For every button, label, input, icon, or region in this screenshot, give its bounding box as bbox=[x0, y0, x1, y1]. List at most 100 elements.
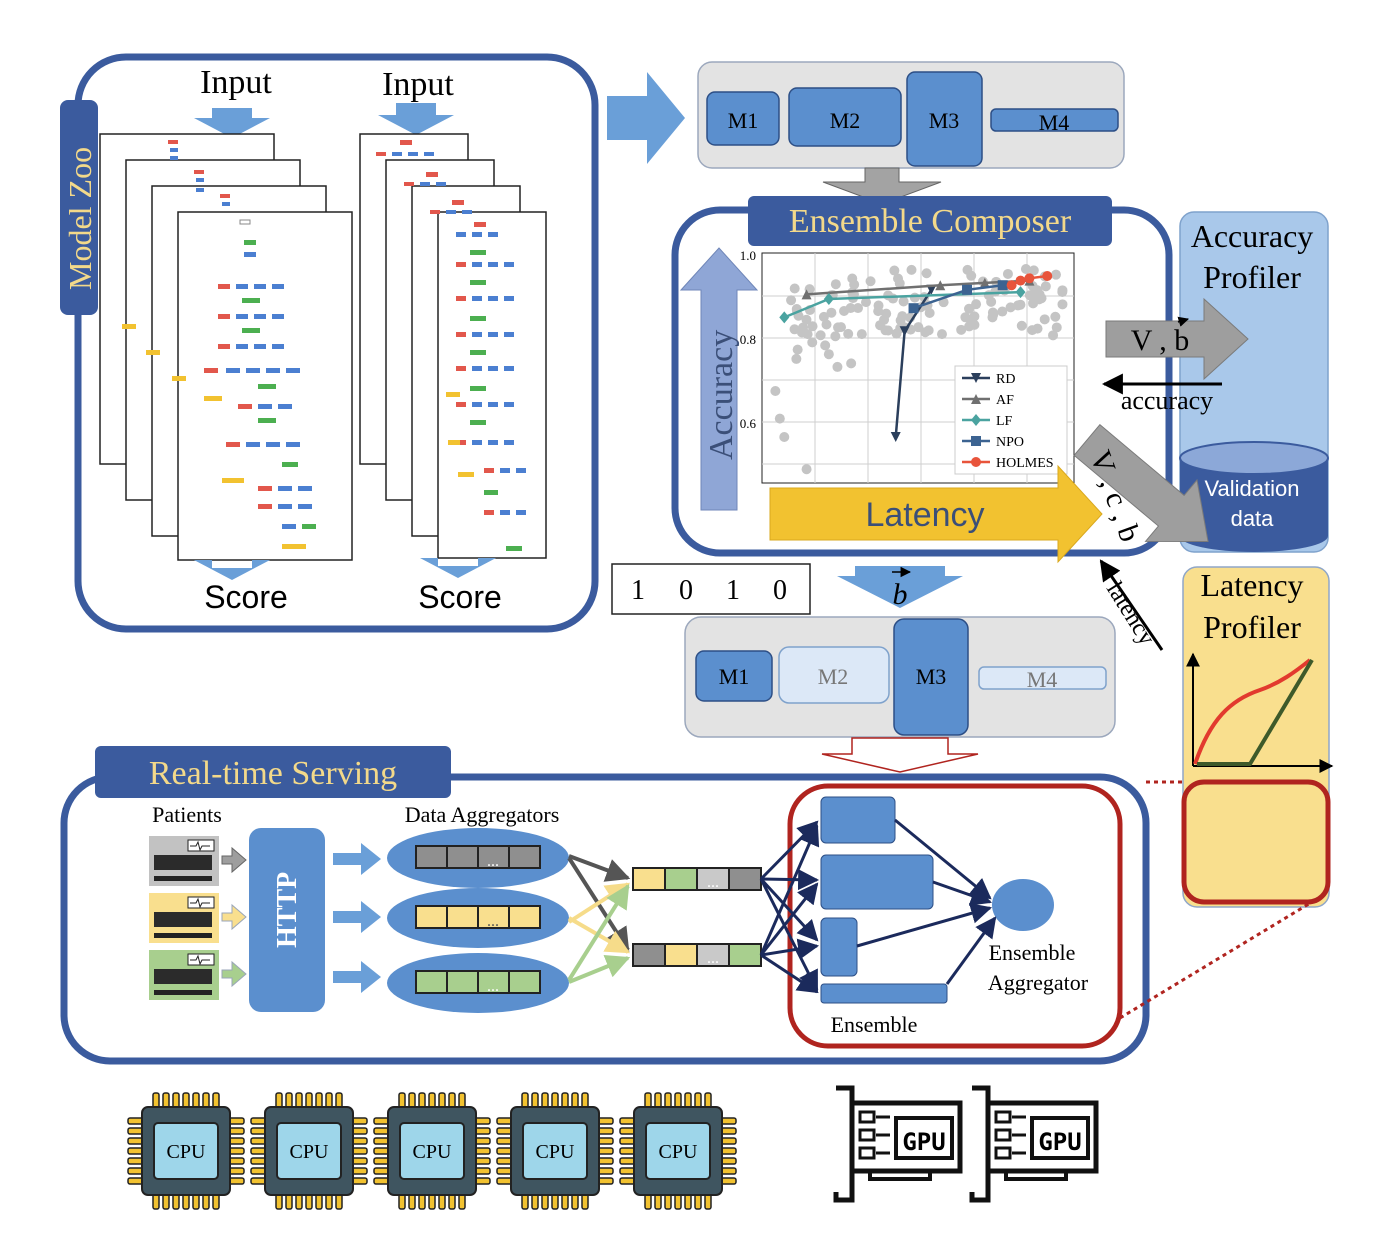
candidate-point bbox=[921, 268, 932, 279]
series-point-npo bbox=[908, 303, 919, 314]
accuracy-axis-arrow: Accuracy bbox=[679, 247, 759, 511]
patient-monitor-3 bbox=[149, 950, 219, 1000]
legend-marker-holmes bbox=[971, 457, 981, 467]
patient-2-arrow bbox=[221, 903, 247, 931]
real-time-serving: Real-time Serving Patients HTTP bbox=[60, 746, 1150, 1065]
series-point-rd bbox=[926, 284, 937, 295]
candidate-point bbox=[898, 296, 909, 307]
cpu-5-label: CPU bbox=[659, 1141, 698, 1163]
candidate-point bbox=[966, 270, 977, 281]
selection-bit-0: 1 bbox=[631, 575, 645, 606]
legend-label-holmes: HOLMES bbox=[996, 456, 1054, 471]
composer-title: Ensemble Composer bbox=[789, 203, 1072, 240]
series-point-rd bbox=[899, 326, 910, 337]
score-right-arrow bbox=[420, 558, 496, 578]
legend-marker-af bbox=[971, 394, 981, 404]
top-model-set: M1 M2 M3 M4 bbox=[697, 61, 1125, 169]
series-point-lf bbox=[823, 293, 834, 305]
candidate-point bbox=[798, 322, 809, 333]
model-zoo-label-tab bbox=[60, 100, 98, 315]
selected-model-set: M1 M2 M3 M4 bbox=[684, 616, 1116, 738]
http-server bbox=[249, 828, 325, 1012]
patient-monitor-1 bbox=[149, 836, 219, 886]
candidate-point bbox=[1028, 265, 1039, 276]
candidate-point bbox=[1005, 302, 1016, 313]
candidate-point bbox=[821, 319, 832, 330]
composer-title-tab bbox=[748, 196, 1112, 246]
cpu-4-label: CPU bbox=[536, 1141, 575, 1163]
batch-2: ... bbox=[632, 943, 762, 967]
selected-model-m1 bbox=[695, 650, 773, 702]
candidate-point bbox=[1020, 263, 1031, 274]
series-point-holmes bbox=[1006, 280, 1017, 291]
accuracy-profiler: Accuracy Profiler Validation data bbox=[1179, 211, 1329, 553]
cpu-3-label: CPU bbox=[413, 1141, 452, 1163]
ensemble-model-2 bbox=[820, 854, 934, 910]
series-rd bbox=[890, 284, 937, 442]
candidate-point bbox=[807, 321, 818, 332]
cpu-chip-1: CPU bbox=[127, 1092, 245, 1210]
top-model-m4 bbox=[990, 108, 1119, 132]
candidate-point bbox=[853, 303, 864, 314]
candidate-point bbox=[887, 293, 898, 304]
candidate-point bbox=[865, 276, 876, 287]
series-npo bbox=[908, 280, 1008, 314]
candidate-point bbox=[971, 299, 982, 310]
series-point-lf bbox=[779, 311, 790, 324]
candidate-point bbox=[818, 311, 829, 322]
batch-2-dots: ... bbox=[707, 950, 719, 967]
candidate-point bbox=[883, 325, 894, 336]
accuracy-profiler-title-2: Profiler bbox=[1203, 259, 1301, 295]
legend-label-lf: LF bbox=[996, 414, 1013, 429]
candidate-point bbox=[779, 432, 790, 442]
candidate-point bbox=[847, 273, 858, 284]
agg-3-dots: ... bbox=[487, 978, 499, 995]
legend-label-af: AF bbox=[996, 393, 1014, 408]
network-stack-left bbox=[99, 133, 353, 561]
candidate-point bbox=[983, 290, 994, 301]
legend-label-npo: NPO bbox=[996, 435, 1024, 450]
vb-to-accuracy-arrow: V , b bbox=[1105, 297, 1249, 381]
candidate-point bbox=[843, 328, 854, 339]
series-point-holmes bbox=[1024, 273, 1035, 284]
score-right-label: Score bbox=[418, 579, 502, 615]
latency-profiler-title-2: Profiler bbox=[1203, 609, 1301, 645]
candidate-point bbox=[1016, 320, 1027, 331]
candidate-point bbox=[830, 279, 841, 290]
selection-bit-3: 0 bbox=[773, 575, 787, 606]
candidate-point bbox=[830, 331, 841, 342]
candidate-point bbox=[913, 322, 924, 333]
candidate-point bbox=[833, 322, 844, 333]
candidate-point bbox=[815, 330, 826, 341]
ytick-0-6: 0.6 bbox=[740, 416, 757, 431]
candidate-point bbox=[789, 283, 800, 294]
candidate-point bbox=[956, 324, 967, 335]
http-to-agg-arrow-1 bbox=[333, 843, 381, 875]
candidate-point bbox=[920, 327, 931, 338]
zoo-to-models-arrow bbox=[607, 72, 685, 164]
vb-label: V , b bbox=[1131, 324, 1190, 357]
selected-model-m1-label: M1 bbox=[719, 664, 750, 689]
input-right-label: Input bbox=[382, 66, 454, 103]
ensemble-model-3 bbox=[820, 917, 858, 977]
candidate-point bbox=[893, 273, 904, 284]
candidate-point bbox=[801, 464, 812, 475]
candidate-point bbox=[839, 305, 850, 316]
latency-axis-arrow: Latency bbox=[769, 464, 1103, 564]
validation-data-label-2: data bbox=[1231, 506, 1275, 531]
validation-data-cylinder: Validation data bbox=[1179, 441, 1329, 552]
data-aggregator-1: ... bbox=[387, 828, 569, 888]
cpu-chip-2: CPU bbox=[250, 1092, 368, 1210]
series-point-holmes bbox=[1042, 271, 1053, 281]
patient-monitor-2 bbox=[149, 893, 219, 943]
series-point-npo bbox=[997, 280, 1008, 291]
http-to-agg-arrow-3 bbox=[333, 961, 381, 993]
ensemble-model-1 bbox=[820, 796, 896, 844]
top-model-m1 bbox=[706, 91, 780, 146]
data-aggregator-2: ... bbox=[387, 888, 569, 948]
candidate-point bbox=[1057, 285, 1068, 296]
candidate-point bbox=[965, 314, 976, 325]
input-left-arrow bbox=[194, 108, 270, 138]
